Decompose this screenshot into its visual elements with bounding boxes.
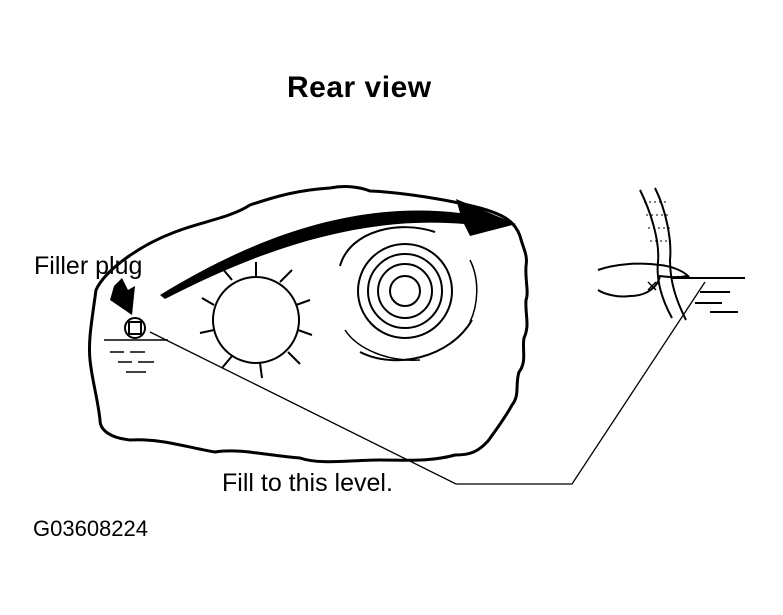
figure-code: G03608224	[33, 516, 148, 541]
diagram-title: Rear view	[287, 71, 432, 104]
fill-level-label: Fill to this level.	[222, 469, 393, 497]
filler-plug	[124, 317, 146, 339]
filler-plug-pointer-arrow	[110, 278, 135, 315]
fill-hole-detail	[597, 187, 745, 321]
oil-pump-gear	[199, 262, 313, 379]
torque-converter	[339, 226, 478, 362]
filler-plug-label: Filler plug	[34, 252, 143, 280]
leader-lines	[149, 281, 706, 485]
oil-level-surface	[104, 339, 168, 373]
transmission-case-outline	[87, 185, 529, 464]
rotation-arrow	[160, 199, 516, 299]
